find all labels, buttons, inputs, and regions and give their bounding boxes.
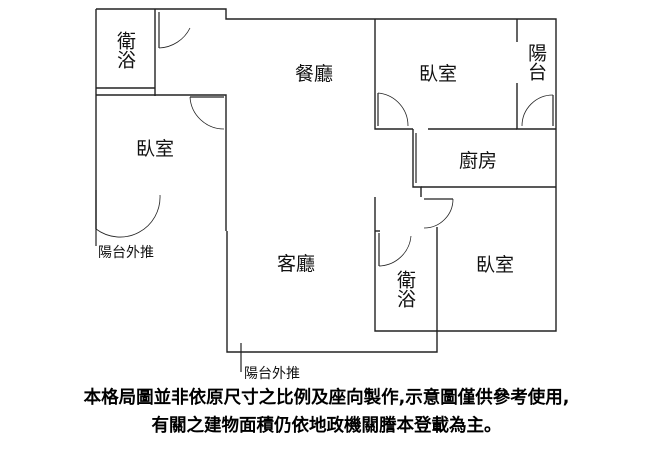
disclaimer-line-1: 本格局圖並非依原尺寸之比例及座向製作,示意圖僅供參考使用,: [83, 388, 570, 408]
room-dining-label: 餐廳: [295, 63, 333, 85]
disclaimer-line-2: 有關之建物面積仍依地政機關謄本登載為主。: [151, 416, 502, 436]
room-bedroom-top-label: 臥室: [419, 63, 457, 85]
room-living-label: 客廳: [277, 253, 315, 275]
room-bedroom-left-label: 臥室: [136, 138, 174, 160]
room-kitchen-label: 廚房: [459, 149, 497, 172]
annotation-lines: [95, 229, 242, 372]
room-bath-bottom-label: 衛浴: [394, 270, 416, 308]
doors: [95, 12, 554, 267]
room-balcony-label: 陽台: [525, 43, 547, 81]
balcony-push-bottom-label: 陽台外推: [244, 366, 300, 380]
room-bath-top-label: 衛浴: [114, 31, 136, 69]
floor-plan: 衛浴 餐廳 臥室 陽台 臥室 廚房 客廳 衛浴 臥室 陽台外推 陽台外推: [95, 8, 557, 380]
room-bedroom-right-label: 臥室: [476, 254, 514, 276]
walls: [95, 8, 557, 353]
balcony-push-left-label: 陽台外推: [98, 245, 154, 261]
